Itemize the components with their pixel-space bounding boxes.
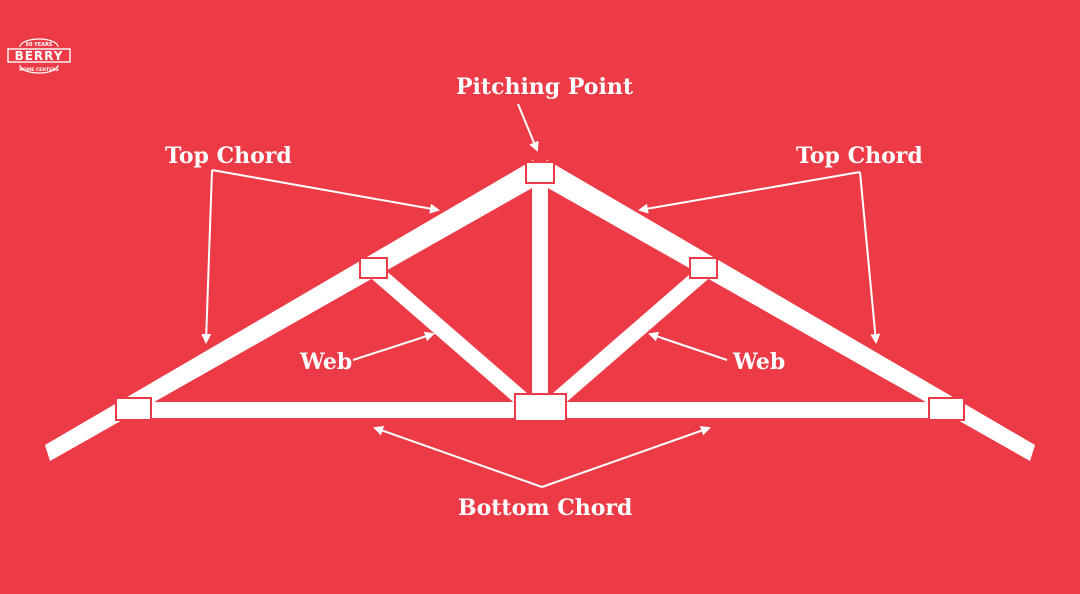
joint-heel-right [928,397,965,421]
joint-bottom-center [514,393,567,422]
top-chord-right [532,160,1035,461]
arrow-web-left [352,331,435,361]
arrow-top-chord-left-b [201,169,213,344]
joint-top-left [359,257,388,279]
label-top-chord-right: Top Chord [796,143,923,169]
joint-heel-left [115,397,152,421]
king-post [532,180,548,402]
svg-text:BERRY: BERRY [15,49,64,63]
berry-logo-icon: 50 YEARS BERRY HOME CENTERS [7,38,71,74]
label-top-chord-left: Top Chord [165,143,292,169]
web-right-member [545,268,714,406]
label-bottom-chord: Bottom Chord [458,495,633,521]
label-web-right: Web [733,349,786,375]
arrow-top-chord-right-a [638,171,861,214]
arrow-pitching-point [517,103,539,152]
arrow-bottom-chord-right [541,425,711,488]
web-left-member [366,268,535,406]
label-pitching-point: Pitching Point [456,74,633,100]
arrow-top-chord-right-b [859,171,881,344]
joint-pitching-point [525,161,555,184]
arrow-bottom-chord-left [373,425,543,488]
arrow-web-right [648,331,728,361]
svg-text:50 YEARS: 50 YEARS [25,42,52,48]
top-chord-left [45,160,548,461]
joint-top-right [689,257,718,279]
label-web-left: Web [300,349,353,375]
arrow-top-chord-left-a [211,169,440,214]
svg-text:HOME CENTERS: HOME CENTERS [19,67,59,73]
